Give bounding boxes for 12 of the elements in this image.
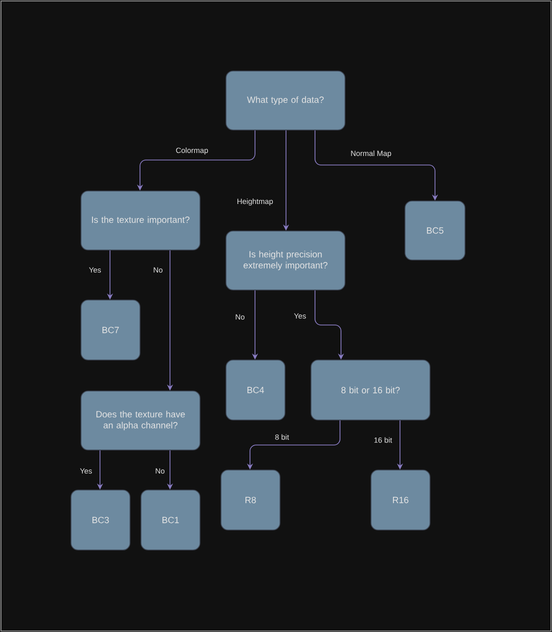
process-box: BC1	[140, 490, 200, 550]
process-box: BC5	[404, 200, 466, 260]
process-box: Does the texture have an alpha channel?	[80, 390, 200, 450]
process-box: Is the texture important?	[80, 190, 200, 250]
process-box: R16	[370, 470, 430, 530]
process-box: BC4	[226, 360, 286, 420]
process-box: What type of data?	[226, 70, 346, 130]
process-box: BC3	[70, 490, 130, 550]
process-box: R8	[220, 470, 280, 530]
process-box: Is height precision extremely important?	[226, 230, 346, 290]
process-box: 8 bit or 16 bit?	[310, 360, 430, 420]
process-box: BC7	[80, 300, 140, 360]
